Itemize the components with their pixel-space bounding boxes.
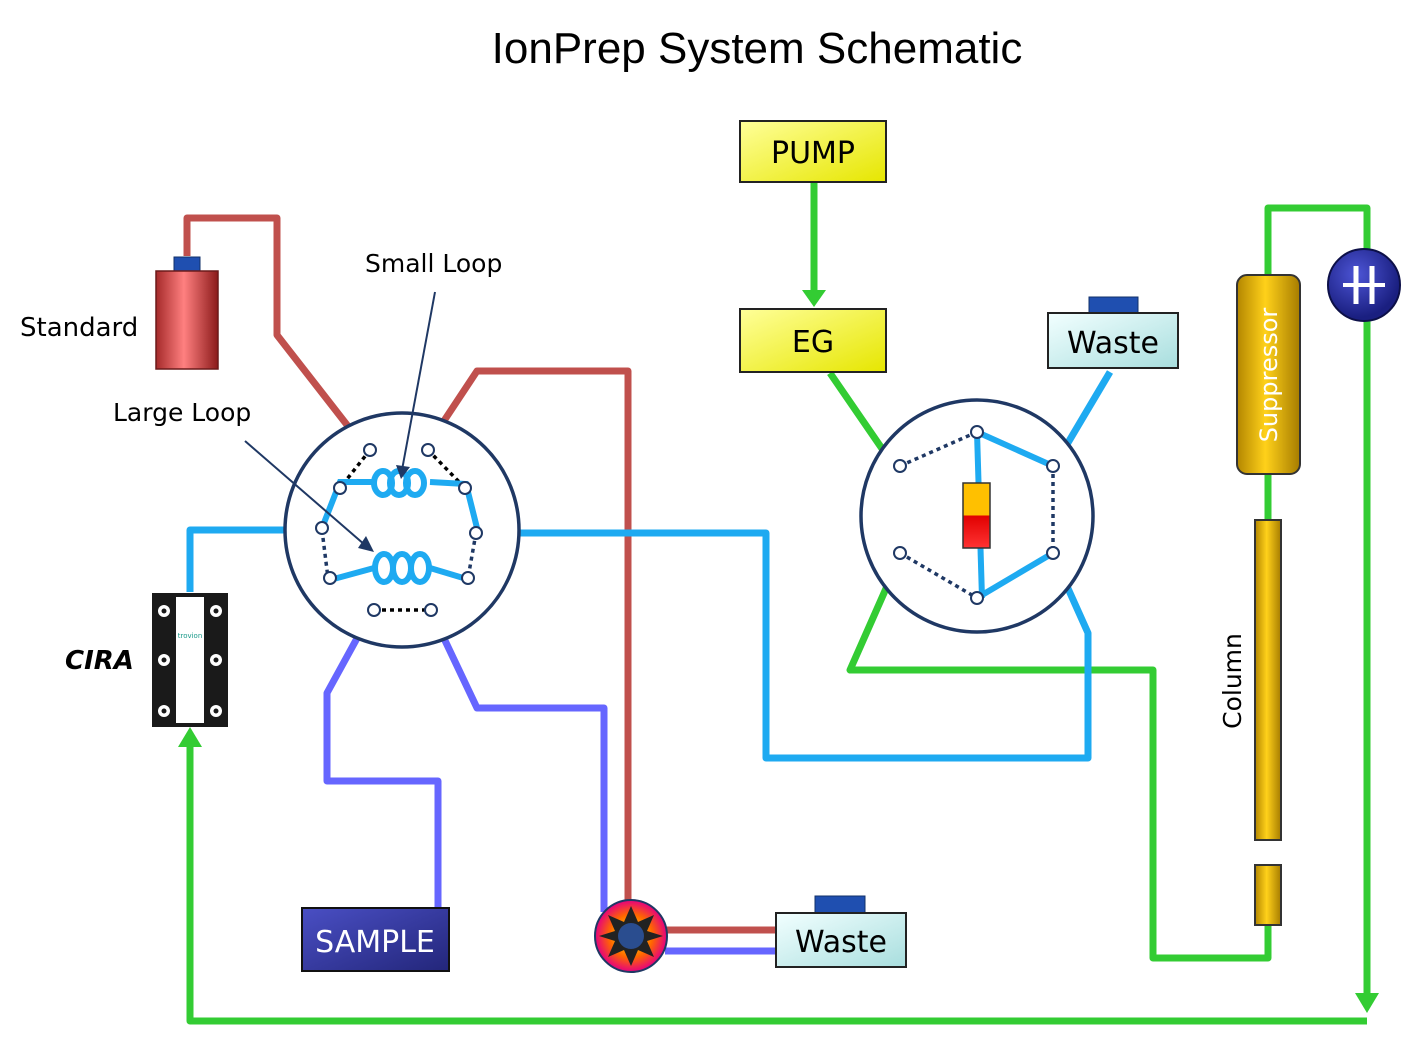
large-loop-pointer-head	[358, 536, 374, 552]
waste-top[interactable]: Waste	[1047, 296, 1179, 369]
standard-label: Standard	[20, 313, 138, 343]
detector-cell-icon[interactable]	[594, 899, 668, 973]
cira-module-icon[interactable]: trovion	[152, 593, 228, 727]
violet-waste-line	[427, 609, 608, 912]
cira-to-valve-line	[186, 526, 322, 592]
waste-bottom[interactable]: Waste	[775, 895, 907, 968]
sample-box[interactable]: SAMPLE	[301, 907, 450, 972]
red-flow-lines	[183, 214, 777, 934]
pump-box[interactable]: PUMP	[739, 120, 887, 183]
bottom-return-line	[186, 745, 1367, 1025]
large-loop-label: Large Loop	[113, 398, 251, 427]
trap-valve[interactable]	[859, 398, 1095, 634]
small-loop-label: Small Loop	[365, 249, 502, 278]
red-waste-line	[423, 367, 632, 910]
waste-bottom-label: Waste	[795, 925, 887, 960]
injection-valve[interactable]	[283, 411, 521, 649]
small-loop-pointer-head	[396, 465, 410, 479]
standard-line	[183, 214, 368, 451]
sample-line	[323, 609, 442, 908]
trap-cartridge-icon	[962, 482, 991, 549]
cira-label: CIRA	[65, 646, 134, 676]
arrow-up-cira	[178, 727, 202, 747]
eg-label: EG	[792, 325, 834, 360]
eg-box[interactable]: EG	[739, 308, 887, 373]
page-title: IonPrep System Schematic	[492, 24, 1023, 73]
large-loop-pointer	[244, 440, 366, 546]
standard-bottle-icon[interactable]	[155, 256, 219, 370]
suppressor-label: Suppressor	[1255, 308, 1283, 443]
violet-flow-lines	[323, 609, 777, 955]
column-label: Column	[1218, 633, 1247, 729]
pump-label: PUMP	[771, 136, 855, 171]
valve-to-trap-line	[480, 529, 1092, 762]
suppressor-loop-line	[1264, 204, 1371, 276]
sample-label: SAMPLE	[315, 925, 435, 960]
check-valve-icon[interactable]	[1327, 248, 1401, 322]
column[interactable]	[1254, 519, 1282, 926]
small-loop-pointer	[401, 291, 436, 471]
waste-top-label: Waste	[1067, 326, 1159, 361]
suppressor[interactable]: Suppressor	[1236, 274, 1301, 475]
arrow-down-eg	[802, 290, 826, 307]
arrow-down-bottom	[1355, 993, 1379, 1013]
cira-brand-text: trovion	[178, 632, 203, 640]
